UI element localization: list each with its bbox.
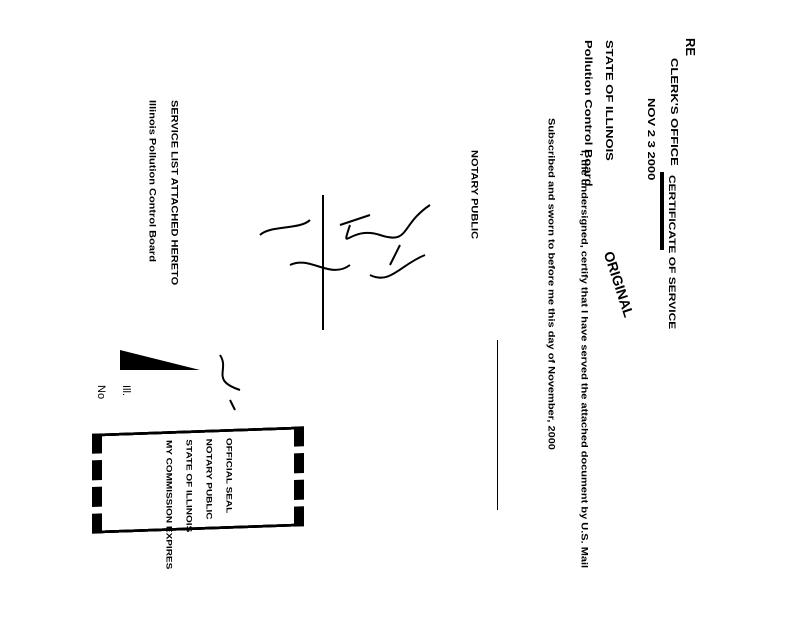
body-line-2: Subscribed and sworn to before me this d… — [546, 118, 556, 450]
received-date-stamp: NOV 2 3 2000 — [645, 98, 658, 181]
state-label: STATE OF ILLINOIS — [603, 40, 616, 161]
footer-line-2: Illinois Pollution Control Board — [147, 100, 157, 262]
seal-line-4: MY COMMISSION EXPIRES — [164, 439, 173, 570]
signature-line — [322, 195, 324, 330]
seal-line-3: STATE OF ILLINOIS — [184, 439, 193, 533]
seal-line-1: OFFICIAL SEAL — [224, 437, 233, 514]
board-label: Pollution Control Board — [582, 40, 595, 187]
body-line-3: NOTARY PUBLIC — [469, 150, 479, 240]
clerks-office-label: CLERK'S OFFICE — [668, 58, 681, 166]
divider-line — [497, 340, 498, 510]
initials-mark — [120, 350, 241, 411]
seal-line-2: NOTARY PUBLIC — [204, 438, 213, 520]
body-line-1: I, the undersigned, certify that I have … — [579, 150, 589, 569]
side-mark-ill: Ill. — [120, 385, 132, 396]
signature — [259, 204, 431, 279]
side-mark-no: No — [95, 385, 107, 400]
re-label: RE — [683, 38, 698, 57]
notary-seal: OFFICIAL SEAL NOTARY PUBLIC STATE OF ILL… — [92, 426, 304, 570]
footer-line-1: SERVICE LIST ATTACHED HERETO — [169, 100, 179, 286]
document-title: CERTIFICATE OF SERVICE — [666, 175, 678, 330]
original-mark: ORIGINAL — [600, 249, 638, 320]
title-rule — [660, 172, 664, 250]
